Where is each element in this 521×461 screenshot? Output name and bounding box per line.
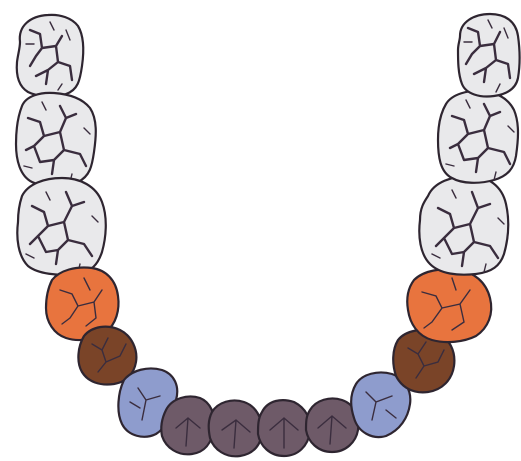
left-third-molar [17,15,83,97]
left-lateral-incisor [161,397,214,455]
left-central-incisor [209,400,262,456]
left-first-molar [17,178,105,275]
right-second-premolar [407,269,491,342]
right-second-molar [438,91,518,183]
right-first-molar [419,176,508,275]
right-third-molar [458,14,520,97]
right-central-incisor [258,400,310,456]
left-second-molar [16,93,96,187]
